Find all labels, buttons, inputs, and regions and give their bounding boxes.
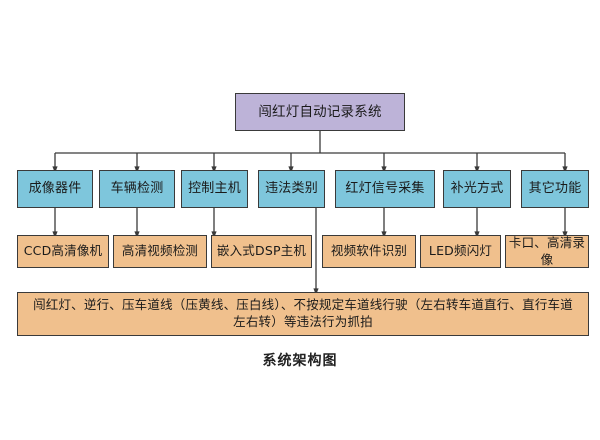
node-l1-violation-category[interactable]: 违法类别 xyxy=(258,170,325,208)
node-l1-label: 成像器件 xyxy=(28,181,82,197)
node-l2-embedded-dsp-host[interactable]: 嵌入式DSP主机 xyxy=(211,235,312,268)
node-l1-label: 补光方式 xyxy=(450,181,504,197)
node-root-label: 闯红灯自动记录系统 xyxy=(258,103,382,120)
node-l1-imaging-device[interactable]: 成像器件 xyxy=(17,170,93,208)
node-l1-label: 车辆检测 xyxy=(110,181,164,197)
diagram-caption: 系统架构图 xyxy=(262,353,338,369)
node-l2-label: 视频软件识别 xyxy=(330,243,408,259)
node-l2-video-software-recognition[interactable]: 视频软件识别 xyxy=(322,235,416,268)
node-l1-label: 控制主机 xyxy=(188,181,241,197)
node-l1-label: 其它功能 xyxy=(528,181,582,197)
node-l1-vehicle-detection[interactable]: 车辆检测 xyxy=(99,170,175,208)
node-l1-red-light-signal-capture[interactable]: 红灯信号采集 xyxy=(335,170,435,208)
node-l2-label: 嵌入式DSP主机 xyxy=(216,243,307,259)
node-l2-label: 卡口、高清录像 xyxy=(508,234,586,267)
node-l2-led-strobe-light[interactable]: LED频闪灯 xyxy=(420,235,501,268)
node-l3-label: 闯红灯、逆行、压车道线（压黄线、压白线）、不按规定车道线行驶（左右转车道直行、直… xyxy=(33,297,573,329)
node-l2-ccd-hd-camera[interactable]: CCD高清像机 xyxy=(17,235,109,268)
node-l3-violation-capture-summary[interactable]: 闯红灯、逆行、压车道线（压黄线、压白线）、不按规定车道线行驶（左右转车道直行、直… xyxy=(17,292,589,336)
node-l2-label: LED频闪灯 xyxy=(428,243,493,259)
node-l1-label: 红灯信号采集 xyxy=(345,181,425,197)
node-l2-label: CCD高清像机 xyxy=(23,243,103,259)
node-l1-other-functions[interactable]: 其它功能 xyxy=(521,170,589,208)
node-l1-fill-light-mode[interactable]: 补光方式 xyxy=(443,170,511,208)
node-l2-checkpoint-hd-recording[interactable]: 卡口、高清录像 xyxy=(505,235,589,268)
node-l2-hd-video-detection[interactable]: 高清视频检测 xyxy=(113,235,207,268)
node-root-system[interactable]: 闯红灯自动记录系统 xyxy=(235,93,405,131)
node-l2-label: 高清视频检测 xyxy=(121,243,199,259)
node-l1-label: 违法类别 xyxy=(265,181,318,197)
node-l1-control-host[interactable]: 控制主机 xyxy=(181,170,248,208)
